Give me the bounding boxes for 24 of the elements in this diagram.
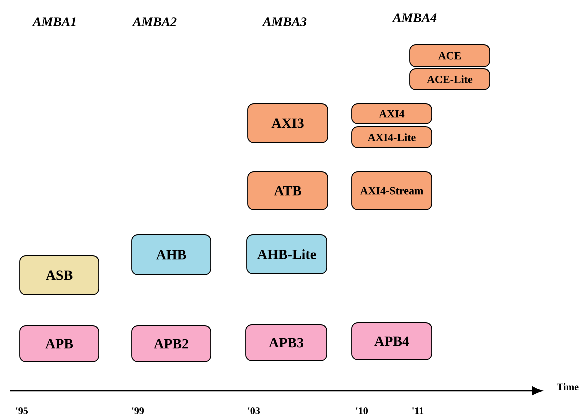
protocol-box: AHB-Lite <box>246 234 328 274</box>
protocol-box: AXI4 <box>352 104 432 124</box>
protocol-box: ATB <box>248 172 328 210</box>
protocol-box: AXI3 <box>248 104 328 144</box>
protocol-box: AHB <box>132 234 212 276</box>
version-label: AMBA4 <box>392 14 437 22</box>
protocol-box: APB <box>20 326 100 362</box>
protocol-box: APB2 <box>132 326 212 362</box>
protocol-box: APB3 <box>246 324 328 362</box>
year-label: '95 <box>16 408 28 414</box>
protocol-box: ASB <box>20 256 100 296</box>
version-label: AMBA3 <box>262 18 307 26</box>
protocol-box: ACE-Lite <box>410 68 490 90</box>
year-label: '99 <box>132 408 144 414</box>
version-label: AMBA2 <box>132 18 177 26</box>
protocol-box: APB4 <box>352 322 432 360</box>
year-label: '11 <box>412 408 424 414</box>
protocol-box: AXI4-Stream <box>352 172 432 210</box>
year-label: '10 <box>356 408 368 414</box>
protocol-box: ACE <box>410 44 490 68</box>
protocol-box: AXI4-Lite <box>352 126 432 148</box>
version-label: AMBA1 <box>32 18 76 26</box>
axis-label: Time <box>557 383 579 390</box>
year-label: '03 <box>248 408 260 414</box>
